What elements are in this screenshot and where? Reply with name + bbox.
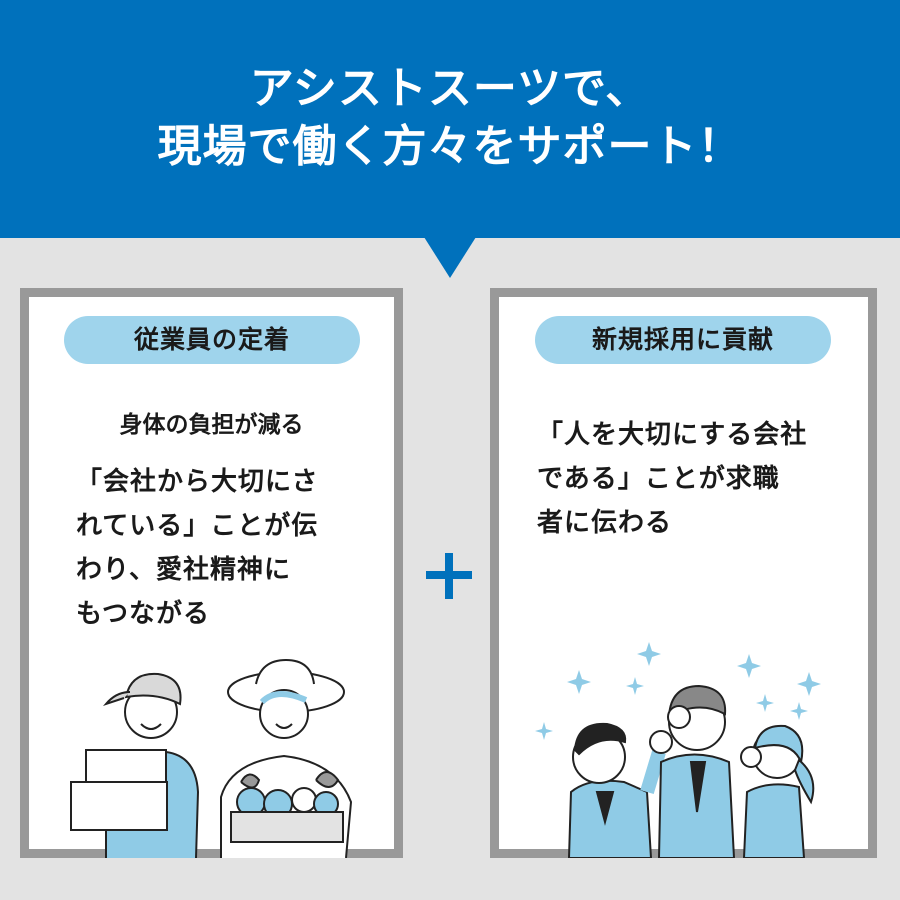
text-line: わり、愛社精神に bbox=[76, 555, 291, 585]
title-line-2: 現場で働く方々をサポート！ bbox=[157, 121, 743, 172]
page-title: アシストスーツで、 現場で働く方々をサポート！ bbox=[0, 60, 900, 176]
employee-retention-card: 従業員の定着 身体の負担が減る 「会社から大切にさ れている」ことが伝 わり、愛… bbox=[20, 288, 403, 858]
text-line: 者に伝わる bbox=[537, 508, 673, 538]
speech-pointer bbox=[424, 237, 476, 278]
employee-retention-badge: 従業員の定着 bbox=[64, 316, 360, 364]
office-workers-cheering-illustration bbox=[535, 642, 821, 858]
text-line: もつながる bbox=[76, 599, 210, 629]
text-line: れている」ことが伝 bbox=[76, 511, 319, 541]
header-banner: アシストスーツで、 現場で働く方々をサポート！ bbox=[0, 0, 900, 238]
plus-icon bbox=[424, 551, 474, 601]
text-line: 「人を大切にする会社 bbox=[537, 420, 808, 450]
title-line-1: アシストスーツで、 bbox=[249, 63, 651, 114]
sparkle-icons bbox=[535, 642, 821, 740]
reduced-burden-text: 身体の負担が減る bbox=[119, 412, 304, 438]
new-hiring-card: 新規採用に貢献 「人を大切にする会社 である」ことが求職 者に伝わる bbox=[490, 288, 877, 858]
new-hiring-badge: 新規採用に貢献 bbox=[535, 316, 831, 364]
text-line: である」ことが求職 bbox=[537, 464, 780, 494]
text-line: 「会社から大切にさ bbox=[76, 467, 319, 497]
hiring-description: 「人を大切にする会社 である」ことが求職 者に伝わる bbox=[537, 413, 857, 545]
retention-description: 「会社から大切にさ れている」ことが伝 わり、愛社精神に もつながる bbox=[76, 460, 376, 636]
delivery-worker-and-farmer-illustration bbox=[70, 658, 353, 858]
